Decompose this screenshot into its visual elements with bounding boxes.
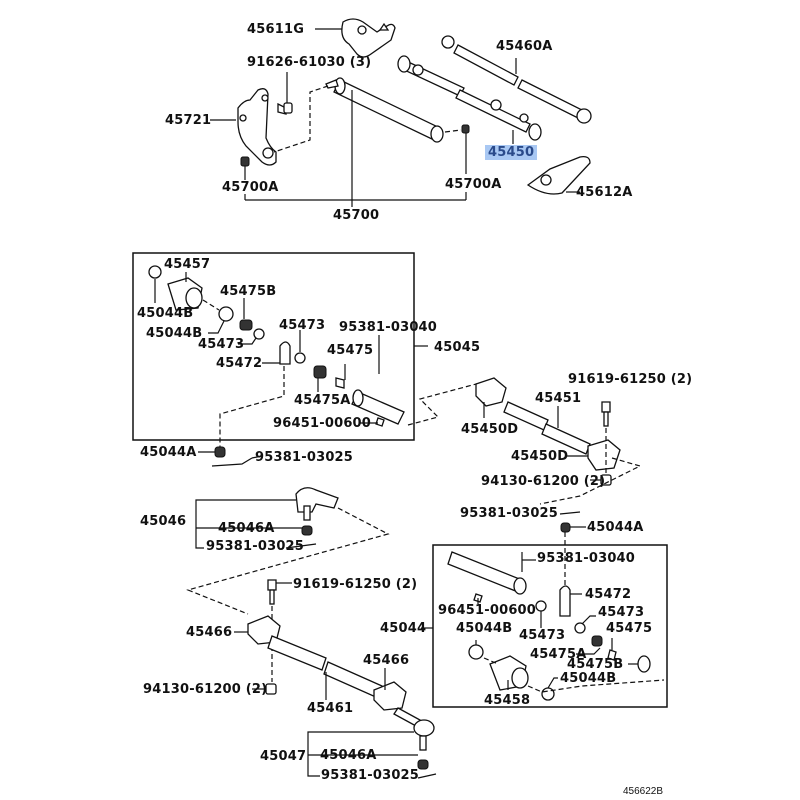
steering-damper-45700[interactable] bbox=[325, 77, 444, 143]
pitman-arm-45611g[interactable] bbox=[341, 18, 396, 58]
label-45460a[interactable]: 45460A bbox=[496, 39, 553, 54]
label-45044b-c[interactable]: 45044B bbox=[456, 621, 513, 636]
tie-rod-end-45046[interactable] bbox=[295, 487, 339, 521]
tie-rod-45460a[interactable] bbox=[441, 35, 592, 124]
label-45047[interactable]: 45047 bbox=[260, 749, 307, 764]
tube-45451[interactable] bbox=[503, 401, 591, 455]
label-45475a[interactable]: 45475A bbox=[294, 393, 351, 408]
label-95381-03025-b[interactable]: 95381-03025 bbox=[206, 539, 305, 554]
label-45044b-a[interactable]: 45044B bbox=[137, 306, 194, 321]
diagram-code: 456622B bbox=[623, 786, 664, 797]
label-45458[interactable]: 45458 bbox=[484, 693, 531, 708]
label-95381-03025-a[interactable]: 95381-03025 bbox=[255, 450, 354, 465]
label-45044a[interactable]: 45044A bbox=[140, 445, 197, 460]
idler-arm-45612a[interactable] bbox=[526, 155, 591, 195]
label-45700a-left[interactable]: 45700A bbox=[222, 180, 279, 195]
clamp-45450d-left[interactable] bbox=[475, 377, 507, 407]
label-45475b[interactable]: 45475B bbox=[220, 284, 277, 299]
label-45612a[interactable]: 45612A bbox=[576, 185, 633, 200]
label-45451[interactable]: 45451 bbox=[535, 391, 582, 406]
label-45473-c[interactable]: 45473 bbox=[598, 605, 645, 620]
label-45473-d[interactable]: 45473 bbox=[519, 628, 566, 643]
label-45721[interactable]: 45721 bbox=[165, 113, 212, 128]
label-45046a[interactable]: 45046A bbox=[218, 521, 275, 536]
socket-45457[interactable] bbox=[167, 277, 203, 311]
label-95381-03025-c[interactable]: 95381-03025 bbox=[460, 506, 559, 521]
label-45473-a[interactable]: 45473 bbox=[198, 337, 245, 352]
label-45475b-b[interactable]: 45475B bbox=[567, 657, 624, 672]
tie-rod-end-45047[interactable] bbox=[393, 707, 435, 751]
label-96451-00600-b[interactable]: 96451-00600 bbox=[438, 603, 537, 618]
label-45475-b[interactable]: 45475 bbox=[606, 621, 653, 636]
nut-45700a-left[interactable] bbox=[240, 156, 250, 167]
clamp-45466-right[interactable] bbox=[373, 681, 407, 711]
label-91619-61250-mid[interactable]: 91619-61250 (2) bbox=[568, 372, 693, 387]
label-45466-b[interactable]: 45466 bbox=[363, 653, 410, 668]
ball-stud-45044[interactable] bbox=[447, 551, 527, 595]
label-45046[interactable]: 45046 bbox=[140, 514, 187, 529]
label-95381-03040-b[interactable]: 95381-03040 bbox=[537, 551, 636, 566]
label-45700[interactable]: 45700 bbox=[333, 208, 380, 223]
label-45475a-b[interactable]: 45475A bbox=[530, 647, 587, 662]
label-45044[interactable]: 45044 bbox=[380, 621, 427, 636]
label-45044a-b[interactable]: 45044A bbox=[587, 520, 644, 535]
relay-rod-45450[interactable] bbox=[397, 55, 542, 141]
label-45044b-b[interactable]: 45044B bbox=[146, 326, 203, 341]
label-45044b-d[interactable]: 45044B bbox=[560, 671, 617, 686]
label-45450d-b[interactable]: 45450D bbox=[511, 449, 569, 464]
label-94130-61200-mid[interactable]: 94130-61200 (2) bbox=[481, 474, 606, 489]
label-45700a-right[interactable]: 45700A bbox=[445, 177, 502, 192]
label-45475[interactable]: 45475 bbox=[327, 343, 374, 358]
label-45450d-a[interactable]: 45450D bbox=[461, 422, 519, 437]
box-45044 bbox=[432, 544, 668, 708]
label-45450-selected[interactable]: 45450 bbox=[485, 145, 538, 160]
clamp-45450d-right[interactable] bbox=[587, 439, 621, 471]
label-96451-00600[interactable]: 96451-00600 bbox=[273, 416, 372, 431]
label-91626-61030[interactable]: 91626-61030 (3) bbox=[247, 55, 372, 70]
label-95381-03025-d[interactable]: 95381-03025 bbox=[321, 768, 420, 783]
label-45461[interactable]: 45461 bbox=[307, 701, 354, 716]
label-45466-a[interactable]: 45466 bbox=[186, 625, 233, 640]
label-95381-03040[interactable]: 95381-03040 bbox=[339, 320, 438, 335]
label-45473-b[interactable]: 45473 bbox=[279, 318, 326, 333]
label-91619-61250-bottom[interactable]: 91619-61250 (2) bbox=[293, 577, 418, 592]
label-45472[interactable]: 45472 bbox=[216, 356, 263, 371]
label-45472-b[interactable]: 45472 bbox=[585, 587, 632, 602]
bracket-45721[interactable] bbox=[237, 88, 277, 166]
label-45457[interactable]: 45457 bbox=[164, 257, 211, 272]
socket-45458[interactable] bbox=[489, 655, 529, 691]
label-45045[interactable]: 45045 bbox=[434, 340, 481, 355]
ball-stud-45045[interactable] bbox=[351, 389, 405, 425]
label-45611g[interactable]: 45611G bbox=[247, 22, 305, 37]
label-94130-61200-bottom[interactable]: 94130-61200 (2) bbox=[143, 682, 268, 697]
label-45046a-b[interactable]: 45046A bbox=[320, 748, 377, 763]
